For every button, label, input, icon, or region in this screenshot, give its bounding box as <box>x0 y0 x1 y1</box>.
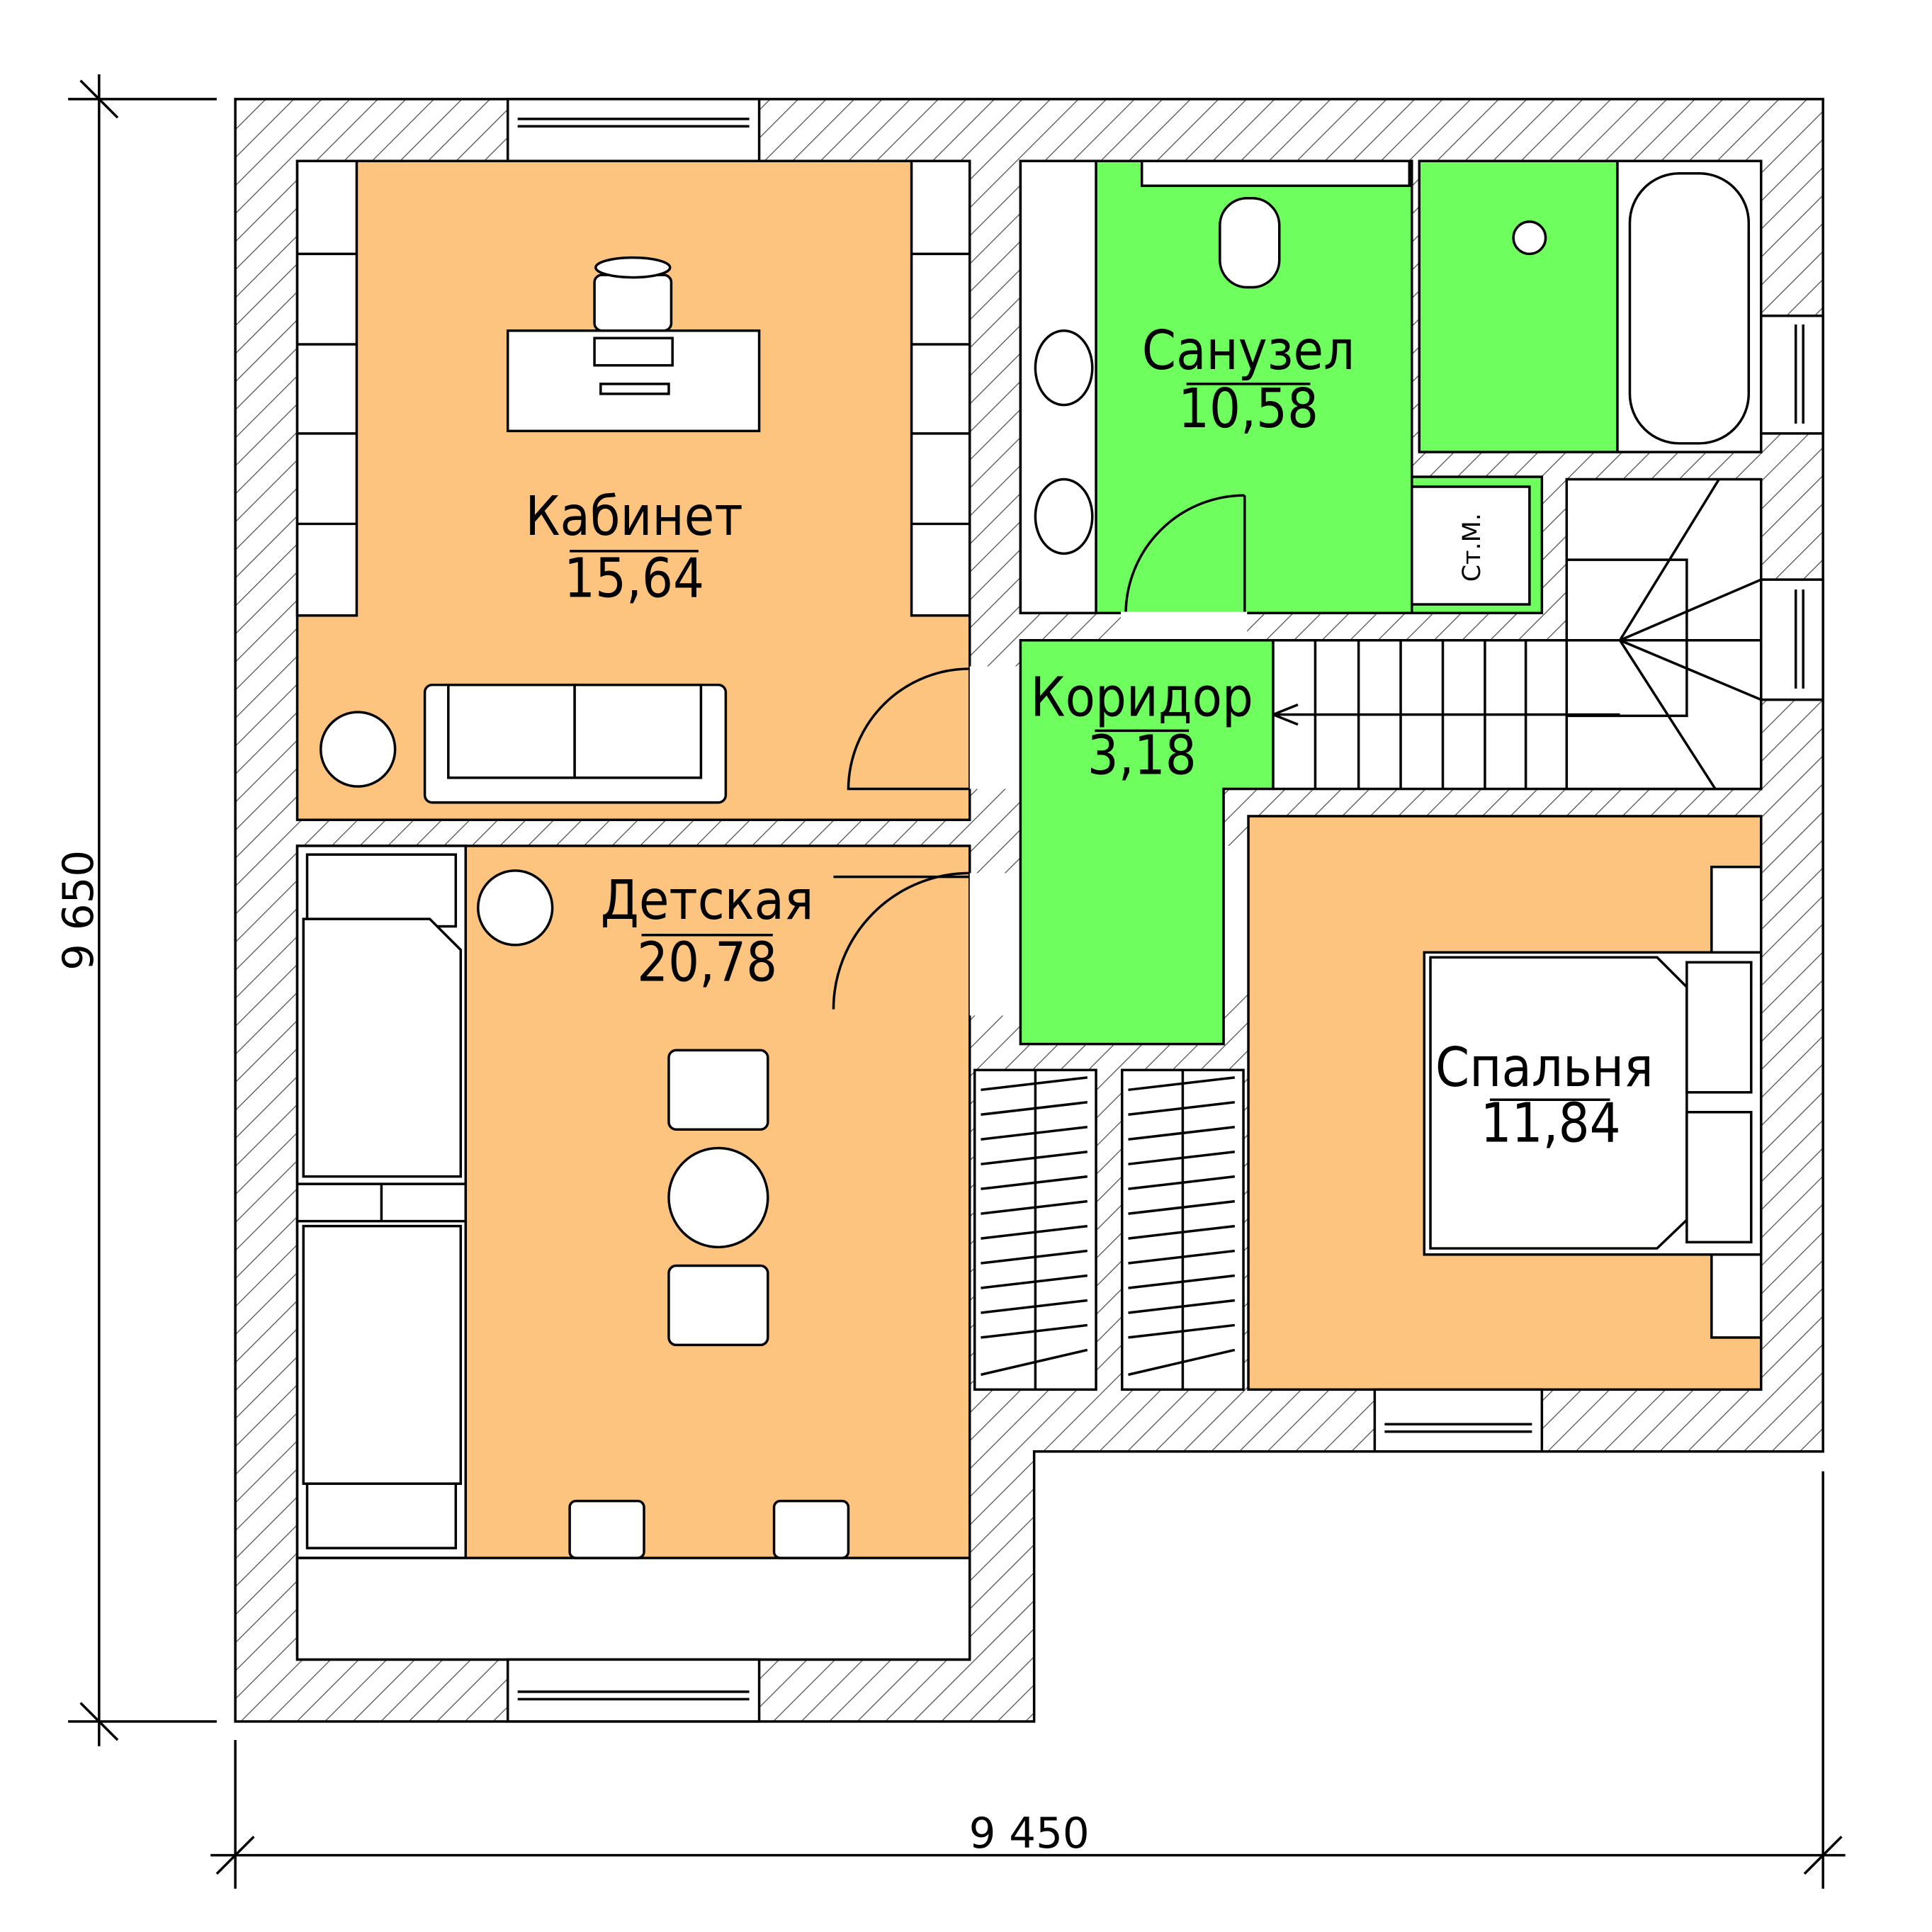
keyboard-icon <box>593 337 674 367</box>
chair-icon <box>593 273 673 332</box>
desk <box>295 1557 971 1661</box>
side-table <box>477 869 554 947</box>
svg-text:15,64: 15,64 <box>564 548 704 611</box>
dimension-width: 9 450 <box>210 1471 1846 1889</box>
label-sanuzel: Санузел 10,58 <box>1142 320 1355 441</box>
shelf-right <box>910 159 971 617</box>
room-detskaya <box>295 844 971 1661</box>
svg-text:9 650: 9 650 <box>55 850 103 971</box>
washer-label: Ст.М. <box>1458 513 1486 582</box>
shelf-left <box>295 159 358 617</box>
sink-icon <box>1034 329 1094 407</box>
svg-text:Коридор: Коридор <box>1031 666 1253 729</box>
windows <box>506 98 1824 1723</box>
svg-text:20,78: 20,78 <box>637 931 777 994</box>
toilet-icon <box>1219 196 1281 289</box>
svg-text:Кабинет: Кабинет <box>525 485 742 548</box>
svg-text:Санузел: Санузел <box>1142 320 1355 383</box>
chair-icon <box>772 1499 850 1559</box>
side-table <box>320 711 397 788</box>
bed <box>302 1224 463 1485</box>
label-detskaya: Детская 20,78 <box>601 869 814 994</box>
svg-text:Спальня: Спальня <box>1435 1036 1654 1100</box>
svg-text:3,18: 3,18 <box>1088 725 1197 788</box>
label-koridor: Коридор 3,18 <box>1031 666 1253 787</box>
svg-text:Детская: Детская <box>601 869 814 932</box>
monitor-icon <box>599 383 670 395</box>
svg-text:10,58: 10,58 <box>1178 378 1318 441</box>
room-sanuzel: Ст.М. <box>1019 159 1763 615</box>
room-koridor <box>847 611 1385 1046</box>
room-kabinet <box>295 159 971 821</box>
table <box>667 1146 769 1249</box>
dimension-height: 9 650 <box>55 74 217 1746</box>
chair-icon <box>667 1264 769 1347</box>
wardrobes <box>973 1068 1245 1391</box>
sink-icon <box>1034 478 1094 555</box>
washer <box>1411 485 1531 606</box>
shower-icon <box>1512 220 1547 256</box>
chair-icon <box>568 1499 645 1559</box>
room-spalnya <box>1247 815 1763 1391</box>
label-kabinet: Кабинет 15,64 <box>525 485 742 610</box>
staircase[interactable] <box>1272 478 1763 791</box>
bed <box>302 917 463 1178</box>
svg-text:9 450: 9 450 <box>969 1809 1090 1858</box>
chair-icon <box>667 1049 769 1131</box>
svg-text:11,84: 11,84 <box>1481 1092 1621 1156</box>
label-spalnya: Спальня 11,84 <box>1435 1036 1654 1156</box>
